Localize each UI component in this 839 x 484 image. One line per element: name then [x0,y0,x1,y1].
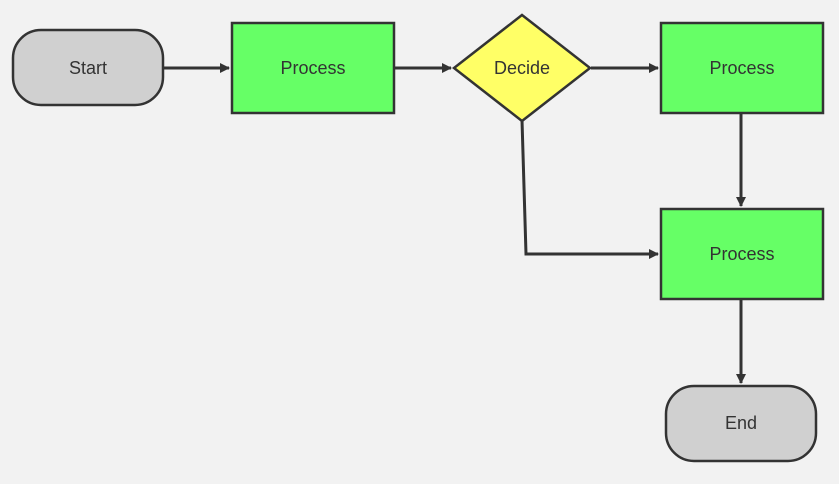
process-3-shape [659,207,825,301]
node-decide[interactable]: Decide [451,13,593,123]
node-end[interactable]: End [664,384,818,463]
edges [164,63,746,384]
node-process-3[interactable]: Process [659,207,825,301]
edge-decide-to-process-3 [520,119,659,259]
decide-label: Decide [494,58,550,78]
start-terminal-shape [11,28,165,107]
process-2-label: Process [709,58,774,78]
node-process-1[interactable]: Process [230,21,396,115]
start-label: Start [69,58,107,78]
process-3-label: Process [709,244,774,264]
node-process-2[interactable]: Process [659,21,825,115]
node-start[interactable]: Start [11,28,165,107]
process-1-shape [230,21,396,115]
end-terminal-shape [664,384,818,463]
process-2-shape [659,21,825,115]
decide-diamond-shape [451,13,593,123]
process-1-label: Process [280,58,345,78]
end-label: End [725,413,757,433]
